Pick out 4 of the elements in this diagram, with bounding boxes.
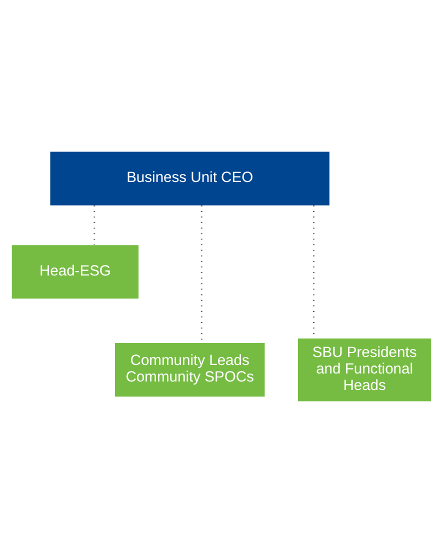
node-box: Head-ESG bbox=[12, 245, 139, 299]
node-box: Business Unit CEO bbox=[50, 152, 330, 206]
node-box: Community Leads Community SPOCs bbox=[114, 343, 265, 397]
node-box: SBU Presidents and Functional Heads bbox=[298, 338, 432, 402]
